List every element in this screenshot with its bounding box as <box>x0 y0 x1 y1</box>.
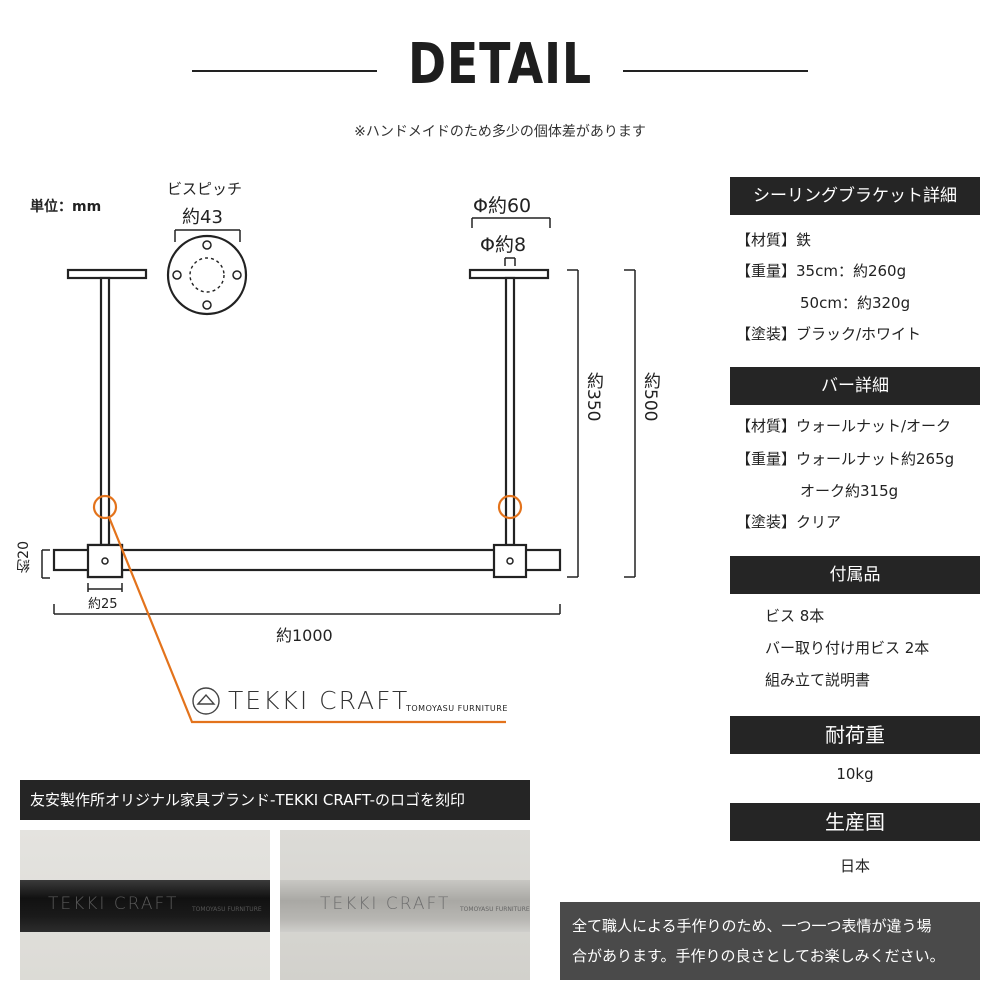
bar-width-dimension <box>87 583 123 592</box>
height-inner-label: 約350 <box>583 372 603 422</box>
black-bar-engraving: TEKKI CRAFT <box>48 894 179 914</box>
screw-pitch-dimension <box>174 229 241 242</box>
white-bar-engraving: TEKKI CRAFT <box>320 894 451 914</box>
total-width-dimension <box>53 604 561 615</box>
hanging-bar <box>52 543 562 579</box>
logo-mark <box>192 687 220 715</box>
black-bar-engraving-sub: TOMOYASU FURNITURE <box>192 906 262 913</box>
bar-width-label: 約25 <box>88 597 118 612</box>
total-width-label: 約1000 <box>276 626 333 645</box>
handmade-footer-note: 全て職人による手作りのため、一つ一つ表情が違う場 合があります。手作りの良さとし… <box>560 902 980 980</box>
bar-finish: 【塗装】クリア <box>736 513 842 531</box>
bracket-weight-50: 50cm：約320g <box>800 294 911 312</box>
bracket-weight: 【重量】35cm：約260g <box>736 262 907 280</box>
height-dimensions <box>567 269 636 578</box>
white-bar <box>280 880 530 932</box>
unit-label: 単位：mm <box>30 199 102 215</box>
bracket-finish: 【塗装】ブラック/ホワイト <box>736 325 922 343</box>
accessories-heading: 付属品 <box>730 556 980 594</box>
logo-engraving-caption: 友安製作所オリジナル家具ブランド-TEKKI CRAFT-のロゴを刻印 <box>20 780 530 820</box>
phi-outer-label: Φ約60 <box>473 195 532 217</box>
accessory-item-bar-screws: バー取り付け用ビス 2本 <box>765 639 930 657</box>
load-heading: 耐荷重 <box>730 716 980 754</box>
logo-callouts <box>92 494 523 724</box>
phi-dimensions <box>471 217 551 266</box>
bar-heading: バー詳細 <box>730 367 980 405</box>
handmade-note: ※ハンドメイドのため多少の個体差があります <box>354 124 646 140</box>
bracket-diagram <box>41 217 636 724</box>
bracket-material: 【材質】鉄 <box>736 231 812 249</box>
photo-black-bar: TEKKI CRAFT TOMOYASU FURNITURE <box>20 830 270 980</box>
load-value: 10kg <box>836 765 874 783</box>
bar-weight-oak: オーク約315g <box>800 482 899 500</box>
bar-height-dimension <box>41 549 50 579</box>
white-bar-engraving-sub: TOMOYASU FURNITURE <box>460 906 530 913</box>
footer-note-line-1: 全て職人による手作りのため、一つ一つ表情が違う場 <box>572 917 932 935</box>
phi-inner-label: Φ約8 <box>480 234 527 256</box>
screw-pitch-label: ビスピッチ <box>167 180 243 198</box>
page-title: DETAIL <box>407 32 593 97</box>
origin-heading: 生産国 <box>730 803 980 841</box>
title-line-left <box>192 70 377 72</box>
bar-weight: 【重量】ウォールナット約265g <box>736 450 955 468</box>
bar-material: 【材質】ウォールナット/オーク <box>736 417 952 435</box>
left-bracket <box>66 268 148 579</box>
logo-sub: TOMOYASU FURNITURE <box>406 704 508 713</box>
bracket-heading: シーリングブラケット詳細 <box>730 177 980 215</box>
origin-value: 日本 <box>839 857 870 875</box>
footer-note-line-2: 合があります。手作りの良さとしてお楽しみください。 <box>572 947 945 965</box>
height-outer-label: 約500 <box>640 372 660 422</box>
logo-brand: TEKKI CRAFT <box>228 686 410 715</box>
accessory-item-manual: 組み立て説明書 <box>765 671 871 689</box>
accessory-item-screws: ビス 8本 <box>765 607 825 625</box>
title-line-right <box>623 70 808 72</box>
photo-white-bar: TEKKI CRAFT TOMOYASU FURNITURE <box>280 830 530 980</box>
right-bracket <box>468 268 550 547</box>
screw-pitch-value: 約43 <box>182 207 223 228</box>
plate-top-view <box>166 234 248 316</box>
black-bar <box>20 880 270 932</box>
